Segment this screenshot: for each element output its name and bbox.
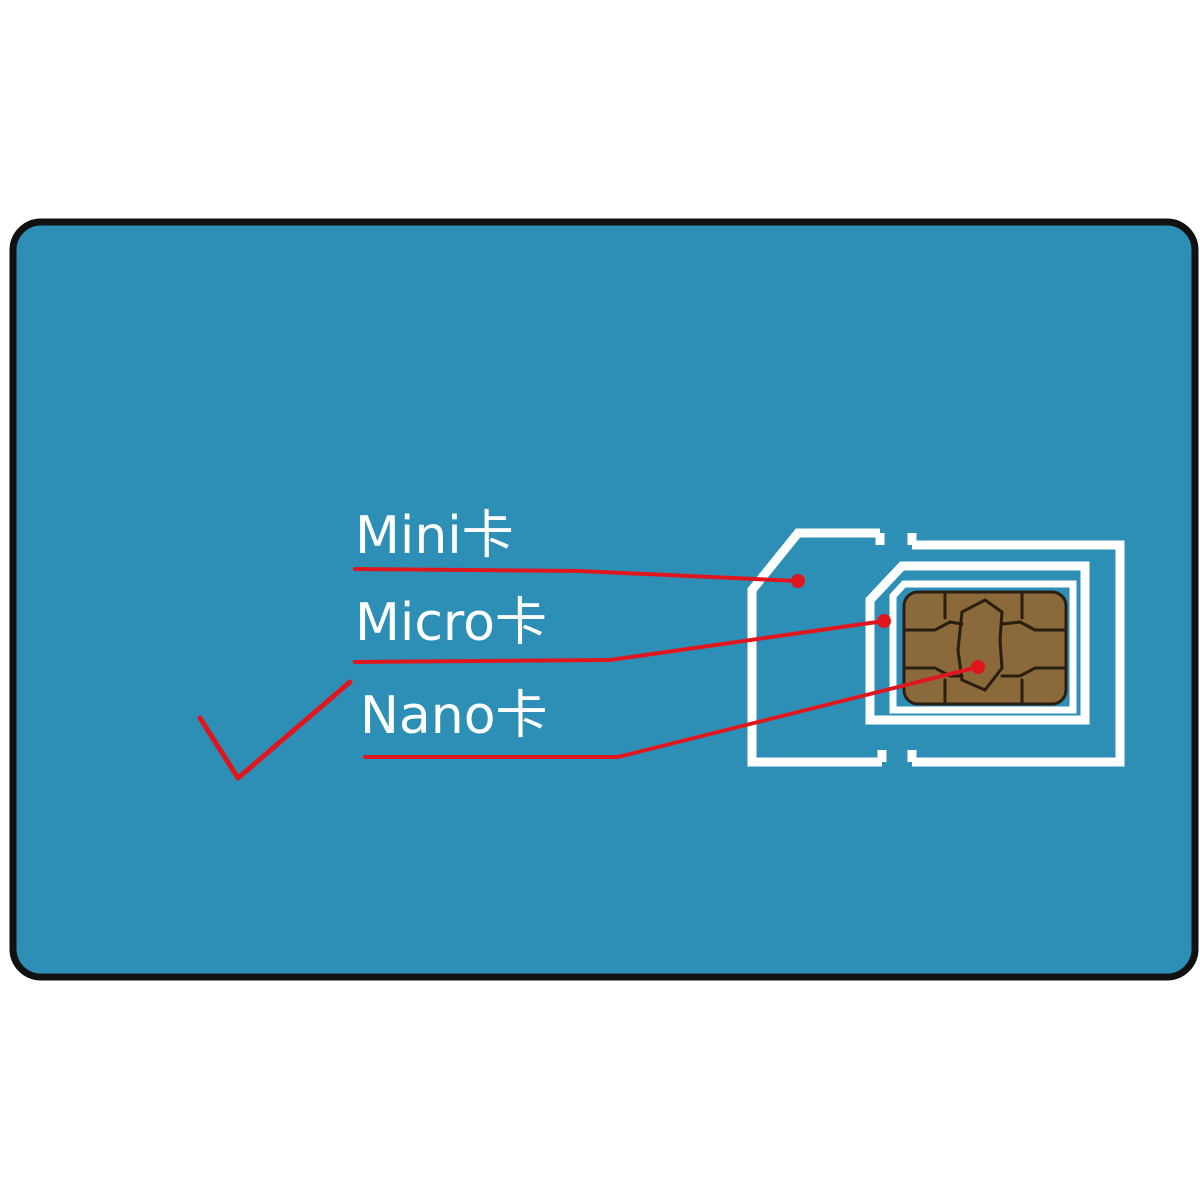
checkmark-icon <box>197 679 353 781</box>
sim-chip-icon <box>902 590 1068 706</box>
label-mini: Mini卡 <box>355 506 514 566</box>
mini-sim-outline <box>747 528 1125 767</box>
card-body <box>9 218 1199 981</box>
micro-sim-outline <box>865 561 1090 725</box>
pointer-mini <box>353 567 800 583</box>
label-micro: Micro卡 <box>355 593 547 653</box>
pointer-dot-mini <box>791 574 805 588</box>
pointer-dot-micro <box>877 614 891 628</box>
nano-sim-outline <box>889 580 1077 714</box>
pointer-dots <box>791 574 985 674</box>
pointer-dot-nano <box>971 660 985 674</box>
pointer-lines <box>353 567 980 759</box>
label-nano: Nano卡 <box>360 686 548 746</box>
pointer-nano <box>363 665 980 759</box>
pointer-micro <box>353 619 886 664</box>
